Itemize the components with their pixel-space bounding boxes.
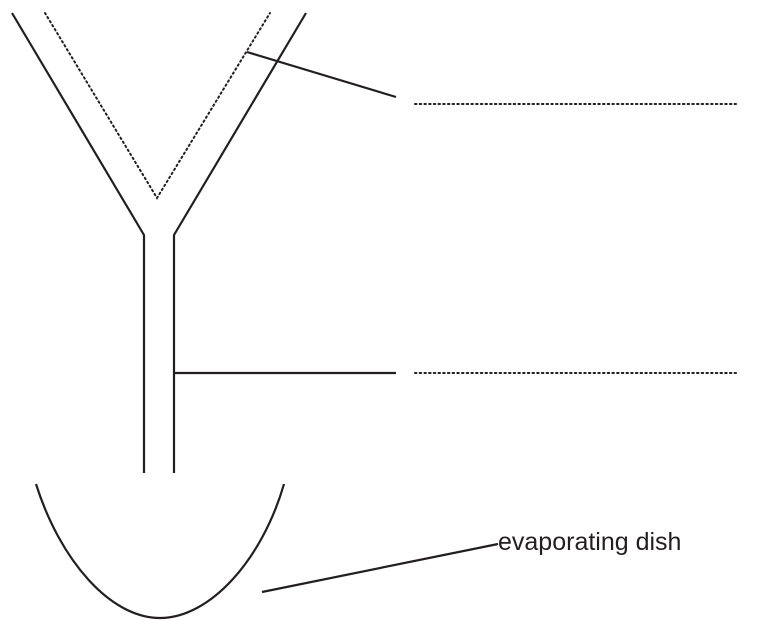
funnel-right-wall <box>172 12 307 473</box>
funnel-left-wall <box>11 12 146 473</box>
evaporating-dish-bowl <box>34 483 286 620</box>
evaporating-dish-label: evaporating dish <box>498 528 681 556</box>
filter-paper-leader-line <box>246 50 397 99</box>
filter-paper <box>44 12 271 200</box>
funnel <box>11 12 307 473</box>
evaporating-dish-leader-line <box>261 542 499 594</box>
